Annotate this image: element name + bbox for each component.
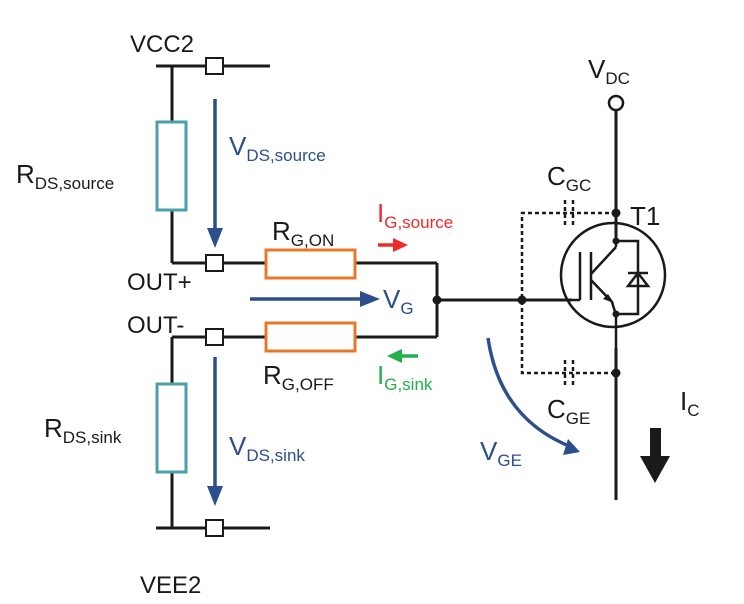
label-rds-source: RDS,source [16,159,114,193]
junction-gate-driver [432,295,442,305]
junction-gate [517,295,527,305]
label-vcc2: VCC2 [130,31,194,58]
label-rds-sink: RDS,sink [44,413,122,447]
label-vds-sink: VDS,sink [229,431,305,465]
ic-arrow-shaft [650,428,661,458]
vg-arrowhead-icon [360,291,380,307]
label-vge: VGE [480,436,522,470]
label-vdc: VDC [588,54,630,88]
junction-emitter [611,368,621,378]
label-cge: CGE [547,394,590,428]
label-vds-source: VDS,source [229,131,326,165]
resistor-rds-sink [155,382,188,474]
label-rg-on: RG,ON [272,216,334,250]
resistor-rg-on [264,248,357,280]
vge-arrowhead-icon [563,439,580,455]
parasitic-path [520,211,616,375]
label-cgc: CGC [547,161,591,195]
vds-source-arrowhead-icon [207,228,223,248]
vds-sink-arrowhead-icon [207,486,223,506]
terminal-vee2 [205,519,224,537]
label-t1: T1 [630,201,660,231]
label-rg-off: RG,OFF [263,360,334,394]
ic-arrowhead-icon [640,456,670,483]
label-out-plus: OUT+ [127,269,192,296]
igbt-emitter-dot [612,310,620,318]
terminal-vcc2 [205,57,224,75]
diode-icon [625,270,651,288]
label-ig-sink: IG,sink [377,360,433,394]
label-ig-source: IG,source [377,198,453,232]
label-vg: VG [383,284,414,318]
label-vee2: VEE2 [140,572,201,599]
emitter-arrow-icon [603,294,614,303]
resistor-rds-source [155,120,188,212]
igbt-collector-dot [612,237,620,245]
label-ic: IC [680,386,700,420]
igbt-body [559,221,667,329]
terminal-out-plus [205,254,224,272]
terminal-out-minus [205,328,224,346]
igbt-collector-lead [590,246,617,275]
vge-arrow [486,337,575,450]
ig-source-arrowhead-icon [393,238,408,252]
vdc-terminal [607,94,625,112]
diode-loop [616,239,640,316]
resistor-rg-off [264,321,357,353]
label-out-minus: OUT- [127,312,184,339]
ig-sink-arrowhead-icon [387,349,402,363]
